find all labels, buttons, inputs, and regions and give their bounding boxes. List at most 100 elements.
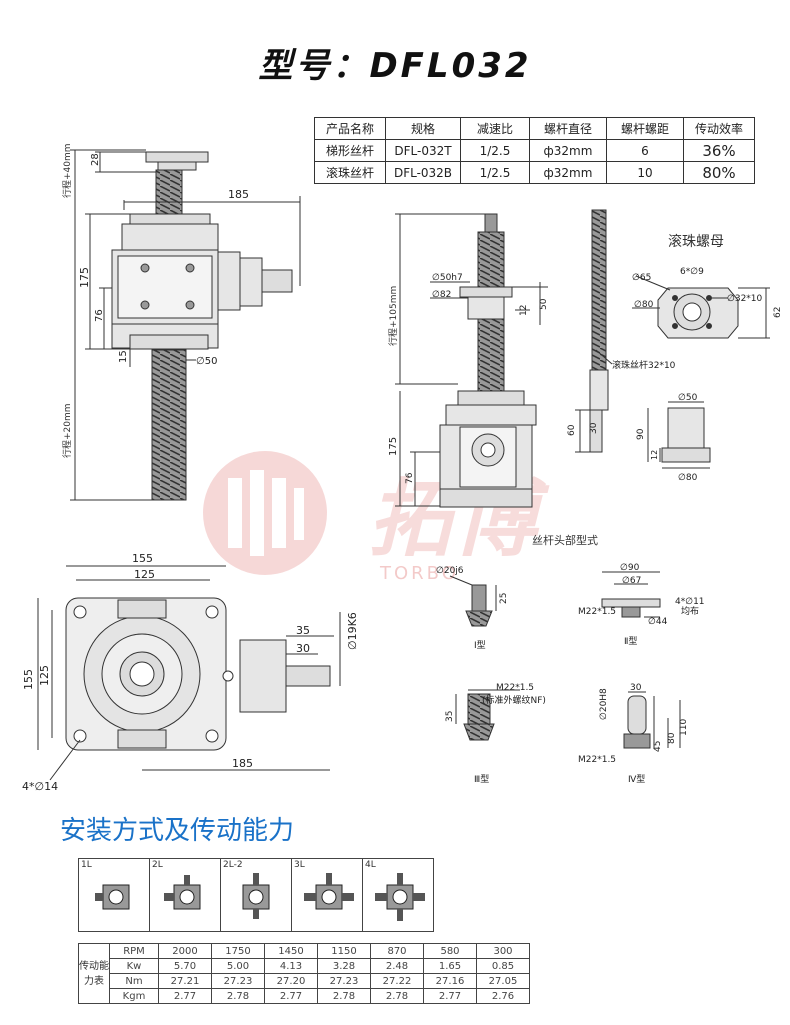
perf-cell: 5.00	[211, 958, 265, 974]
dim-stroke-top: 行程+40mm	[61, 143, 73, 198]
dim-28: 28	[90, 153, 101, 166]
mount-cell-3l: 3L	[291, 858, 363, 932]
dim-d20j6: ∅20j6	[436, 566, 464, 576]
spec-cell: ф32mm	[529, 161, 607, 184]
dim-76-mid: 76	[405, 472, 415, 484]
dim-125-h: 125	[134, 568, 155, 581]
dim-62: 62	[773, 307, 783, 318]
dim-d20h8: ∅20H8	[599, 688, 609, 720]
perf-cell: 1150	[317, 943, 371, 959]
mount-diagram	[95, 884, 130, 910]
dim-holes-bottom: 4*∅14	[22, 780, 58, 793]
dim-90-nut: 90	[636, 428, 646, 440]
dim-holes-nut: 6*∅9	[680, 267, 704, 277]
perf-row-header: Kgm	[109, 988, 159, 1004]
dim-m22-t3: M22*1.5	[496, 683, 534, 693]
dim-12-mid: 12	[519, 305, 529, 316]
dim-m22-t4: M22*1.5	[578, 755, 616, 765]
spec-header-cell: 产品名称	[314, 117, 386, 140]
watermark-en: TORBO	[379, 563, 459, 584]
dim-d50: ∅50	[196, 356, 217, 367]
mount-cell-2l-2: 2L-2	[220, 858, 292, 932]
perf-cell: 27.23	[211, 973, 265, 989]
watermark-logo	[203, 451, 327, 575]
dim-175: 175	[78, 267, 91, 288]
perf-row-header: Nm	[109, 973, 159, 989]
mount-cell-4l: 4L	[362, 858, 434, 932]
mount-label: 4L	[365, 860, 376, 870]
dim-d50-nut: ∅50	[678, 393, 698, 403]
dim-25: 25	[499, 593, 509, 604]
mount-diagram	[242, 873, 270, 919]
perf-cell: 27.20	[264, 973, 318, 989]
perf-cell: 27.23	[317, 973, 371, 989]
dim-35: 35	[296, 624, 310, 637]
dim-15: 15	[118, 350, 129, 363]
dim-d80-nut-side: ∅80	[678, 473, 698, 483]
perf-cell: 27.22	[370, 973, 424, 989]
perf-cell: 27.21	[158, 973, 212, 989]
dim-30: 30	[296, 642, 310, 655]
head-type-4-label: Ⅳ型	[628, 774, 645, 785]
perf-cell: 4.13	[264, 958, 318, 974]
mount-diagram	[164, 875, 201, 910]
spec-header-cell: 螺杆螺距	[606, 117, 684, 140]
head-type-2-label: Ⅱ型	[624, 636, 637, 647]
perf-row-header: Kw	[109, 958, 159, 974]
perf-row-header: RPM	[109, 943, 159, 959]
perf-cell: 300	[476, 943, 530, 959]
spec-cell: DFL-032B	[385, 161, 461, 184]
dim-80-t4: 80	[667, 732, 677, 744]
perf-cell: 2.77	[423, 988, 477, 1004]
ball-screw-view	[575, 209, 613, 453]
perf-cell: 1750	[211, 943, 265, 959]
dim-35-t3: 35	[445, 711, 455, 722]
dim-d50h7: ∅50h7	[432, 273, 463, 283]
dim-even: 均布	[681, 605, 699, 617]
dim-d82: ∅82	[432, 290, 451, 300]
perf-cell: 5.70	[158, 958, 212, 974]
head-type-1-label: Ⅰ型	[474, 640, 486, 651]
perf-cell: 2.48	[370, 958, 424, 974]
ball-nut-side-view	[647, 401, 711, 469]
middle-elevation-view	[395, 213, 548, 508]
dim-d80-nut: ∅80	[634, 300, 654, 310]
performance-table: 传动能力表 RPM 2000 1750 1450 1150 870 580 30…	[78, 943, 530, 1004]
dim-12-nut: 12	[650, 450, 659, 460]
dim-stroke-mid: 行程+105mm	[387, 286, 399, 346]
dim-125-v: 125	[38, 665, 51, 686]
ball-nut-front-view	[632, 275, 770, 339]
left-elevation-view	[70, 149, 301, 501]
ball-screw-label: 滚珠丝杆32*10	[612, 359, 676, 371]
perf-cell: 1450	[264, 943, 318, 959]
perf-cell: 27.16	[423, 973, 477, 989]
perf-cell: 3.28	[317, 958, 371, 974]
dim-holes-t2: 4*∅11	[675, 597, 705, 607]
dim-d90: ∅90	[620, 563, 640, 573]
spec-cell: 梯形丝杆	[314, 139, 386, 162]
spec-cell: 1/2.5	[460, 161, 530, 184]
dim-stroke-bottom: 行程+20mm	[61, 403, 73, 458]
dim-185: 185	[228, 188, 249, 201]
technical-drawing: 拓博 TORBO	[22, 143, 783, 793]
page-title: 型号：DFL032	[258, 46, 532, 86]
dim-note-nf: (标准外螺纹NF)	[482, 694, 546, 706]
dim-60: 60	[567, 424, 577, 436]
dim-76: 76	[94, 309, 105, 322]
dim-110: 110	[679, 719, 689, 736]
spec-header-cell: 传动效率	[683, 117, 755, 140]
dim-155-v: 155	[22, 669, 35, 690]
dim-30-screw: 30	[589, 422, 599, 434]
perf-cell: 2.78	[211, 988, 265, 1004]
perf-cell: 2.78	[317, 988, 371, 1004]
spec-table-header: 产品名称 规格 减速比 螺杆直径 螺杆螺距 传动效率	[314, 117, 755, 140]
head-type-4	[623, 691, 681, 749]
dim-d67: ∅67	[622, 576, 641, 586]
head-type-3	[455, 689, 520, 741]
perf-cell: 870	[370, 943, 424, 959]
dim-175-mid: 175	[388, 437, 399, 456]
perf-cell: 0.85	[476, 958, 530, 974]
mount-label: 2L-2	[223, 860, 243, 870]
dim-d32x10: ∅32*10	[727, 294, 763, 304]
spec-table-row: 滚珠丝杆 DFL-032B 1/2.5 ф32mm 10 80%	[314, 161, 755, 184]
